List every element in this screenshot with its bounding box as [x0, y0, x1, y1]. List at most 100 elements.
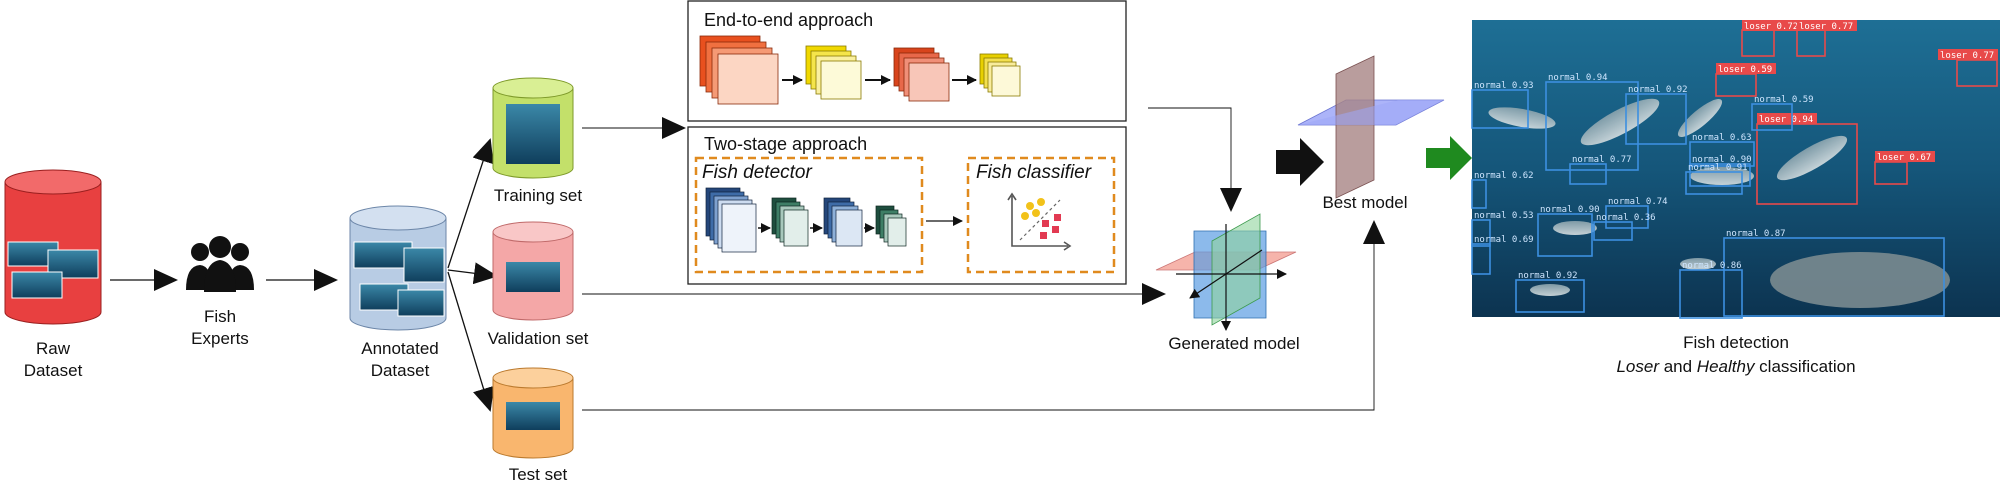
fish-classifier-label: Fish classifier: [976, 162, 1092, 183]
detection-box-loser: loser 0.77: [1938, 49, 1998, 87]
detection-box-loser: loser 0.77: [1796, 20, 1857, 57]
detection-label: normal 0.91: [1688, 163, 1748, 173]
experts-icon: [186, 236, 254, 292]
detection-label: normal 0.63: [1692, 133, 1752, 143]
detection-box-frame: [1537, 213, 1593, 257]
detection-label: normal 0.94: [1548, 73, 1608, 83]
arrow-annotated-to-validation: [447, 262, 498, 285]
caption-healthy-word: Healthy: [1697, 357, 1756, 376]
detection-box-frame: [1751, 103, 1793, 131]
generated-model-label: Generated model: [1168, 334, 1299, 353]
detection-box-normal: normal 0.93: [1471, 81, 1534, 129]
scatter-plot-icon: [1007, 192, 1072, 251]
detection-box-normal: normal 0.63: [1689, 133, 1755, 167]
test-set-label: Test set: [509, 465, 568, 484]
test-set-cylinder: [492, 367, 574, 459]
output-caption-line1: Fish detection: [1683, 333, 1789, 352]
detection-box-normal: normal 0.74: [1605, 197, 1668, 229]
detection-label: normal 0.90: [1540, 205, 1600, 215]
detection-box-frame: [1689, 163, 1751, 187]
arrow-test-to-best-model: [582, 220, 1385, 411]
detection-box-normal: normal 0.86: [1679, 261, 1743, 319]
detection-label: normal 0.59: [1754, 95, 1814, 105]
big-arrow-icon: [1276, 138, 1324, 186]
green-arrow-icon: [1426, 136, 1472, 180]
arrow-approaches-to-generated: [1148, 107, 1242, 212]
detection-label: normal 0.93: [1474, 81, 1534, 91]
detection-label: loser 0.77: [1940, 51, 1994, 61]
detection-label-bg: [1875, 151, 1935, 162]
fish-detector-label: Fish detector: [702, 162, 812, 183]
detection-box-normal: normal 0.92: [1515, 271, 1585, 313]
fish-detector-network-icon: [705, 187, 907, 253]
detection-box-frame: [1515, 279, 1585, 313]
annotated-dataset-cylinder: [349, 205, 447, 331]
detection-box-normal: normal 0.53: [1471, 211, 1534, 247]
detection-box-loser: loser 0.59: [1715, 63, 1776, 97]
detection-label: normal 0.74: [1608, 197, 1668, 207]
detection-label: normal 0.77: [1572, 155, 1632, 165]
two-stage-title: Two-stage approach: [704, 134, 867, 154]
detection-label-bg: [1938, 49, 1998, 60]
detection-box-frame: [1545, 81, 1639, 171]
best-model-icon: [1297, 55, 1445, 199]
detection-label: normal 0.87: [1726, 229, 1786, 239]
caption-and-word: and: [1659, 357, 1697, 376]
detection-box-frame: [1471, 179, 1487, 209]
experts-label-line2: Experts: [191, 329, 249, 348]
detection-box-frame: [1723, 237, 1945, 317]
detection-box-frame: [1679, 269, 1743, 319]
detection-box-frame: [1605, 205, 1649, 229]
detection-box-loser: loser 0.72: [1741, 20, 1802, 57]
detection-box-frame: [1625, 93, 1687, 145]
detection-label: normal 0.36: [1596, 213, 1656, 223]
fish-classifier-box: [966, 156, 1116, 274]
best-model-label: Best model: [1322, 193, 1407, 212]
arrow-annotated-to-test: [447, 271, 495, 412]
detection-label-bg: [1797, 20, 1857, 31]
detection-label: loser 0.94: [1759, 115, 1813, 125]
detection-box-normal: normal 0.69: [1471, 235, 1534, 275]
detection-box-frame: [1471, 219, 1491, 247]
detection-label: normal 0.53: [1474, 211, 1534, 221]
detection-label: loser 0.72: [1744, 22, 1798, 32]
end-to-end-title: End-to-end approach: [704, 10, 873, 30]
caption-classification-word: classification: [1754, 357, 1855, 376]
detection-label: normal 0.62: [1474, 171, 1534, 181]
detection-box-normal: normal 0.87: [1723, 229, 1945, 317]
detection-box-normal: normal 0.90: [1537, 205, 1600, 257]
detection-box-normal: normal 0.91: [1685, 163, 1748, 195]
training-set-cylinder: [492, 77, 574, 179]
detection-box-normal: normal 0.92: [1625, 85, 1688, 145]
detection-box-frame: [1685, 171, 1743, 195]
detection-box-loser: loser 0.67: [1874, 151, 1935, 185]
detection-box-normal: normal 0.62: [1471, 171, 1534, 209]
raw-dataset-label-line1: Raw: [36, 339, 71, 358]
detection-label: normal 0.86: [1682, 261, 1742, 271]
raw-dataset-cylinder: [4, 169, 102, 325]
detection-box-normal: normal 0.36: [1593, 213, 1656, 241]
annotated-label-line1: Annotated: [361, 339, 439, 358]
end-to-end-network-icon: [699, 35, 1021, 105]
detection-box-normal: normal 0.59: [1751, 95, 1814, 131]
detection-label: loser 0.59: [1718, 65, 1772, 75]
detection-label-bg: [1742, 20, 1802, 31]
detection-box-frame: [1593, 221, 1633, 241]
detection-box-frame: [1569, 163, 1607, 185]
detection-box-normal: normal 0.94: [1545, 73, 1639, 171]
annotated-label-line2: Dataset: [371, 361, 430, 380]
detection-label-bg: [1757, 113, 1817, 124]
detection-box-normal: normal 0.90: [1689, 155, 1752, 187]
arrow-annotated-to-training: [447, 138, 494, 269]
two-stage-box: [687, 126, 1127, 285]
detection-label: normal 0.90: [1692, 155, 1752, 165]
detection-box-frame: [1471, 243, 1491, 275]
detection-label: normal 0.92: [1628, 85, 1688, 95]
detection-label-bg: [1716, 63, 1776, 74]
detection-label: normal 0.92: [1518, 271, 1578, 281]
detection-box-frame: [1471, 89, 1529, 129]
raw-dataset-label-line2: Dataset: [24, 361, 83, 380]
detection-label: loser 0.77: [1799, 22, 1853, 32]
